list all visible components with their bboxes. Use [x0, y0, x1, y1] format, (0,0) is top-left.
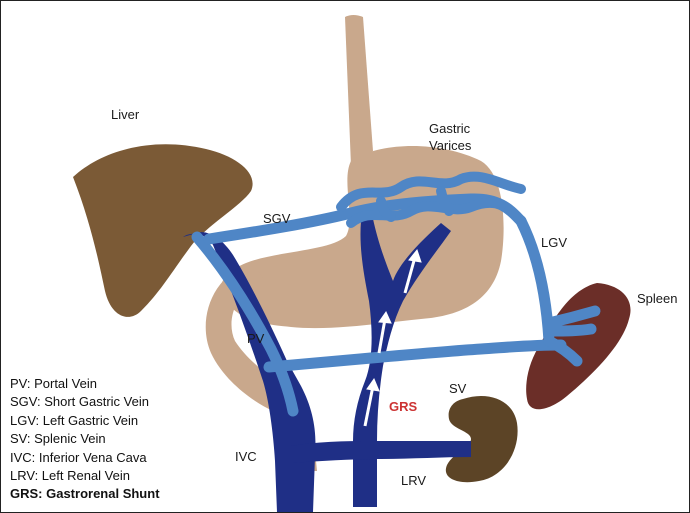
label-sv: SV [449, 381, 467, 396]
label-grs: GRS [389, 399, 418, 414]
legend-item: LRV: Left Renal Vein [10, 468, 130, 484]
legend-item: IVC: Inferior Vena Cava [10, 449, 147, 465]
flow-arrow [403, 256, 417, 294]
flow-arrow [377, 318, 387, 354]
label-gastric-varices-1: Gastric [429, 121, 471, 136]
esophagus [345, 15, 373, 166]
spleen [526, 283, 631, 410]
label-liver: Liver [111, 107, 140, 122]
abbreviation-legend: PV: Portal Vein SGV: Short Gastric Vein … [10, 375, 160, 504]
varix-upper [336, 171, 526, 212]
legend-item: SGV: Short Gastric Vein [10, 394, 149, 410]
flow-arrow-head [366, 377, 380, 392]
left-kidney [445, 396, 518, 483]
label-lrv: LRV [401, 473, 426, 488]
varix-connector-2 [436, 186, 454, 216]
label-gastric-varices-2: Varices [429, 138, 472, 153]
label-spleen: Spleen [637, 291, 677, 306]
legend-item: SV: Splenic Vein [10, 431, 106, 447]
varix-connector-1 [376, 196, 396, 222]
gastrorenal-shunt [353, 219, 451, 507]
liver [73, 144, 253, 317]
varix-lower [346, 197, 506, 228]
splenic-branch-upper [543, 305, 601, 329]
gastric-varices [336, 171, 526, 228]
splenic-branch-middle [543, 323, 597, 337]
label-sgv: SGV [263, 211, 291, 226]
left-renal-vein [291, 441, 471, 463]
portal-vein [191, 231, 299, 417]
flow-arrow-head [378, 310, 392, 324]
label-ivc: IVC [235, 449, 257, 464]
splenic-branch-lower [543, 335, 583, 367]
label-pv: PV [247, 331, 265, 346]
flow-arrow-head [408, 248, 422, 263]
flow-arrows [363, 248, 422, 427]
legend-item: GRS: Gastrorenal Shunt [10, 486, 160, 502]
label-lgv: LGV [541, 235, 567, 250]
flow-arrow [363, 385, 375, 427]
legend-item: LGV: Left Gastric Vein [10, 412, 139, 428]
legend-item: PV: Portal Vein [10, 376, 97, 391]
splenic-vein [263, 339, 567, 373]
inferior-vena-cava [183, 232, 316, 512]
